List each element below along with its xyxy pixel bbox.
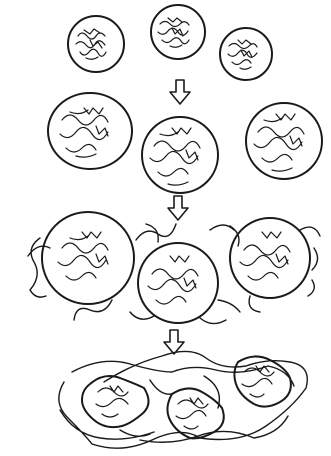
granule-3-2	[138, 243, 218, 323]
granule-2-2	[142, 117, 218, 193]
arrow-3	[164, 330, 184, 354]
stage-3	[28, 212, 320, 324]
granule-2-3	[246, 103, 322, 179]
stage-2	[48, 93, 322, 193]
granule-3-3	[230, 218, 310, 298]
granule-4-3	[234, 356, 290, 406]
granule-3-1	[42, 212, 134, 304]
stage-1	[68, 5, 272, 80]
granule-4-1	[82, 376, 149, 427]
arrow-1	[170, 80, 190, 104]
arrow-2	[168, 196, 188, 220]
granule-2-1	[48, 93, 132, 169]
granule-1-2	[151, 5, 205, 59]
granule-1-1	[68, 16, 124, 72]
granule-1-3	[220, 28, 272, 80]
stage-4	[59, 351, 307, 448]
granule-4-2	[167, 388, 223, 438]
